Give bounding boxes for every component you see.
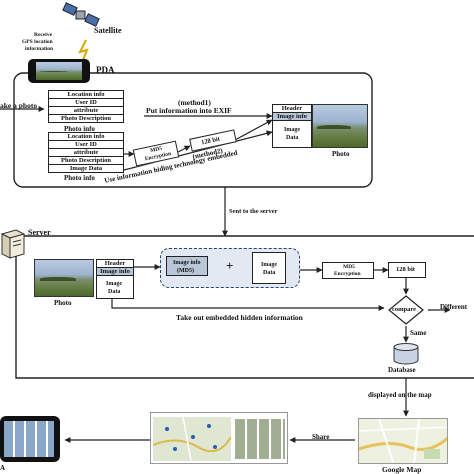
- server-image-data-cell: Image Data: [96, 275, 134, 299]
- map-photo-gallery-image: [150, 412, 288, 464]
- same-label: Same: [410, 329, 427, 337]
- take-photo-label: ake a photo: [0, 101, 38, 110]
- signal-bolt-icon: [78, 39, 89, 63]
- table1-photo-description: Photo Description: [48, 114, 124, 123]
- method1-label: (method1): [178, 98, 211, 107]
- phone-device-icon: [0, 416, 60, 462]
- server-image-data2-box: Image Data: [252, 252, 286, 284]
- displayed-on-map-label: displayed on the map: [368, 391, 432, 399]
- pda-label: PDA: [96, 65, 115, 75]
- satellite-label: Satellite: [94, 26, 122, 35]
- md5-to-128-arrow: [177, 145, 191, 153]
- compare-diamond: [388, 295, 424, 325]
- google-map-label: Google Map: [382, 465, 422, 474]
- photo-info-label-2: Photo info: [64, 174, 95, 182]
- google-map-image: [358, 418, 448, 464]
- take-out-label: Take out embedded hidden information: [176, 313, 303, 322]
- server-label: Server: [28, 228, 51, 237]
- receive-gps-line-1: Receive: [34, 32, 53, 38]
- server-md5-encryption-box: MD5 Encryption: [322, 262, 374, 279]
- photo-info-label-1: Photo info: [64, 125, 95, 133]
- pda-image-data-cell: Image Data: [272, 120, 312, 148]
- server-photo-image: [34, 259, 94, 297]
- database-label: Database: [388, 366, 416, 374]
- pda-frame: [13, 72, 373, 188]
- pda-photo-label: Photo: [332, 150, 350, 158]
- receive-gps-line-2: GPS location: [22, 39, 53, 45]
- satellite-icon: [60, 2, 102, 28]
- pda-photo-image: [312, 104, 368, 148]
- server-icon: [0, 228, 26, 260]
- method1-text: Put information into EXIF: [146, 106, 232, 115]
- image-info-md5-box: Image info (MD5): [166, 256, 208, 276]
- server-frame: [15, 235, 474, 379]
- pda-device-icon: [28, 59, 90, 83]
- plus-sign: +: [226, 258, 234, 273]
- database-icon: [393, 343, 419, 365]
- share-label: Share: [312, 433, 330, 441]
- different-label: Different: [440, 303, 468, 311]
- sent-to-server-label: Sent to the server: [229, 208, 278, 215]
- server-photo-label: Photo: [54, 299, 72, 307]
- take-out-line: [111, 290, 385, 311]
- table2-image-data: Image Data: [48, 164, 124, 173]
- compare-label: compare: [392, 306, 417, 313]
- receive-gps-line-3: information: [25, 46, 54, 52]
- server-128bit-box: 128 bit: [388, 262, 426, 278]
- bit128-to-imageinfo-arrow: [234, 119, 273, 141]
- corner-a-label: A: [0, 464, 6, 472]
